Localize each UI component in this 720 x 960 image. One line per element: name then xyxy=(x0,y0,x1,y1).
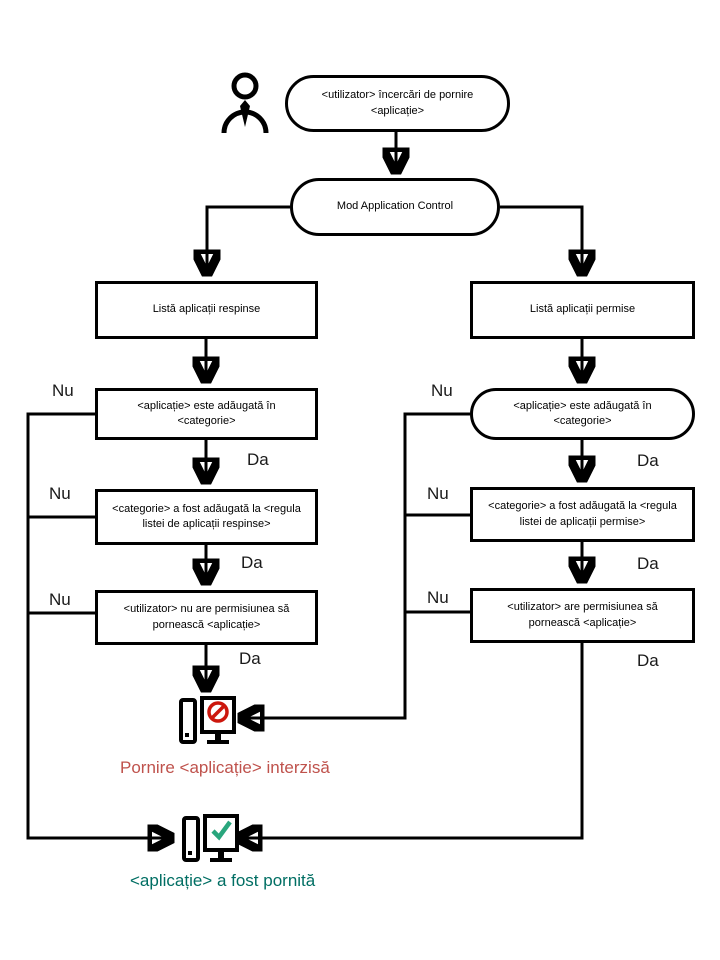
node-start: <utilizator> încercări de pornire <aplic… xyxy=(285,75,510,132)
node-denied-in-category-label: <aplicație> este adăugată în <categorie> xyxy=(137,399,276,427)
node-denied-rule-label: <categorie> a fost adăugată la <regula l… xyxy=(112,502,301,530)
node-allowed-list-label: Listă aplicații permise xyxy=(529,303,636,316)
node-allowed-permission: <utilizator> are permisiunea să porneasc… xyxy=(470,588,695,643)
branch-yes-left-2: Da xyxy=(239,553,265,573)
branch-no-left-2: Nu xyxy=(47,484,73,504)
node-denied-permission-label: <utilizator> nu are permisiunea să porne… xyxy=(123,603,290,631)
node-allowed-in-category-label: <aplicație> este adăugată în <categorie> xyxy=(513,399,652,427)
node-allowed-in-category: <aplicație> este adăugată în <categorie> xyxy=(470,388,695,440)
computer-started-icon xyxy=(182,814,239,862)
node-denied-permission: <utilizator> nu are permisiunea să porne… xyxy=(95,590,318,645)
node-allowed-permission-label: <utilizator> are permisiunea să porneasc… xyxy=(507,601,658,629)
branch-no-left-1: Nu xyxy=(50,381,76,401)
branch-yes-left-1: Da xyxy=(245,450,271,470)
node-denied-list-label: Listă aplicații respinse xyxy=(152,303,261,316)
branch-no-right-2: Nu xyxy=(425,484,451,504)
branch-yes-right-1: Da xyxy=(635,451,661,471)
branch-no-right-3: Nu xyxy=(425,588,451,608)
node-start-label: <utilizator> încercări de pornire <aplic… xyxy=(321,89,474,117)
node-allowed-list: Listă aplicații permise xyxy=(470,281,695,339)
node-denied-in-category: <aplicație> este adăugată în <categorie> xyxy=(95,388,318,440)
node-mode-label: Mod Application Control xyxy=(336,200,454,213)
blocked-result-label: Pornire <aplicație> interzisă xyxy=(120,758,330,777)
computer-blocked-icon xyxy=(179,696,236,744)
node-allowed-rule-label: <categorie> a fost adăugată la <regula l… xyxy=(488,500,677,528)
node-denied-rule: <categorie> a fost adăugată la <regula l… xyxy=(95,489,318,545)
started-result-label: <aplicație> a fost pornită xyxy=(130,871,316,890)
branch-no-left-3: Nu xyxy=(47,590,73,610)
branch-yes-left-3: Da xyxy=(237,649,263,669)
node-denied-list: Listă aplicații respinse xyxy=(95,281,318,339)
branch-yes-right-2: Da xyxy=(635,554,661,574)
node-mode: Mod Application Control xyxy=(290,178,500,236)
branch-no-right-1: Nu xyxy=(429,381,455,401)
branch-yes-right-3: Da xyxy=(635,651,661,671)
node-allowed-rule: <categorie> a fost adăugată la <regula l… xyxy=(470,487,695,542)
person-icon xyxy=(221,72,269,134)
